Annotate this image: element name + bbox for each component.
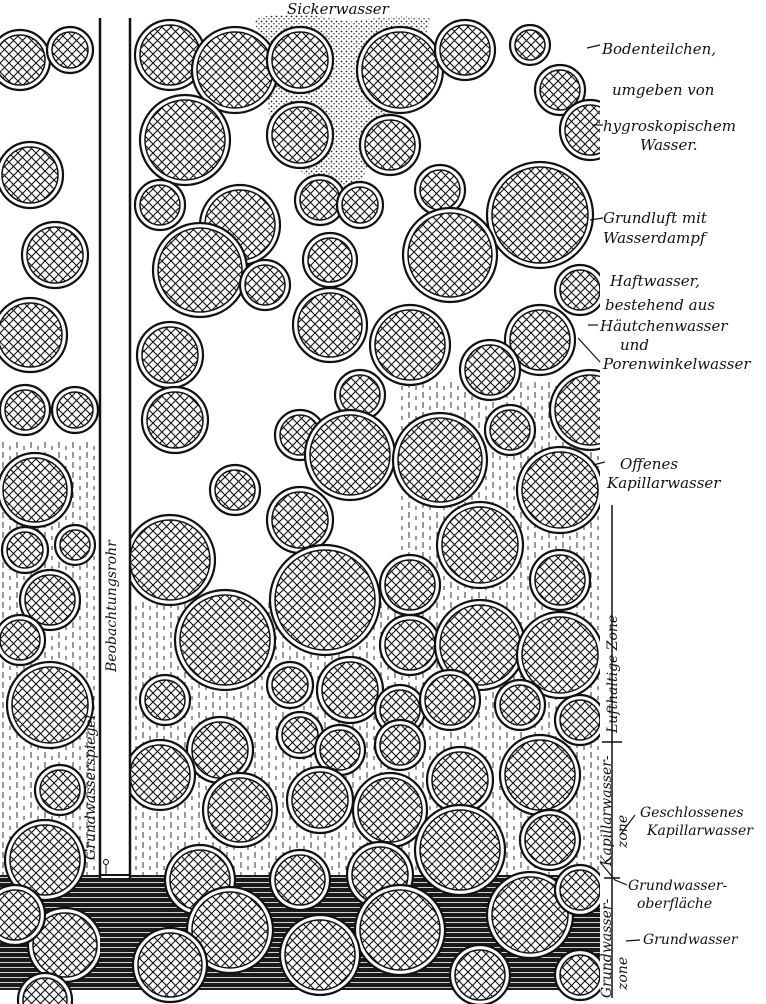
label-kapillarwasser-open: Kapillarwasser	[607, 474, 720, 492]
label-hygroskopischem: hygroskopischem	[603, 117, 736, 135]
soil-particle	[357, 27, 443, 113]
soil-particle	[427, 747, 493, 813]
soil-particle	[0, 385, 50, 435]
soil-particle	[47, 27, 93, 73]
soil-particle	[52, 387, 98, 433]
soil-particle	[135, 180, 185, 230]
soil-particle	[355, 885, 445, 975]
soil-particle	[133, 928, 207, 1002]
label-kapillarwasserzone-1: Kapillarwasser-	[600, 755, 614, 866]
label-grundwasser-ober2: oberfläche	[637, 896, 712, 912]
soil-particle	[380, 615, 440, 675]
soil-particle	[305, 410, 395, 500]
soil-particle	[555, 265, 605, 315]
label-grundluft: Grundluft mit	[603, 209, 707, 227]
soil-particle	[240, 260, 290, 310]
observation-pipe	[100, 18, 130, 878]
soil-particle	[460, 340, 520, 400]
soil-particle	[437, 502, 523, 588]
soil-particle	[317, 657, 383, 723]
label-porenwinkelwasser: Porenwinkelwasser	[603, 355, 751, 373]
soil-particle	[360, 115, 420, 175]
label-und: und	[620, 336, 649, 354]
label-geschlossenes: Geschlossenes	[640, 805, 744, 821]
soil-particle	[22, 222, 88, 288]
soil-particle	[555, 695, 605, 745]
soil-particle	[55, 525, 95, 565]
soil-particle	[270, 850, 330, 910]
soil-particle	[280, 915, 360, 995]
label-lufthaltige-zone: Lufthaltige Zone	[606, 615, 620, 733]
label-umgeben-von: umgeben von	[612, 81, 714, 99]
label-bestehend-aus: bestehend aus	[605, 296, 715, 314]
soil-particle	[153, 223, 247, 317]
soil-particle	[510, 25, 550, 65]
soil-particle	[520, 810, 580, 870]
soil-particle	[517, 447, 603, 533]
soil-particle	[380, 555, 440, 615]
label-sickerwasser: Sickerwasser	[287, 0, 389, 18]
soil-particle	[555, 865, 605, 915]
soil-particle	[403, 208, 497, 302]
soil-particle	[0, 615, 45, 665]
soil-particle	[267, 662, 313, 708]
soil-particle	[125, 740, 195, 810]
soil-particle	[485, 405, 535, 455]
soil-particle	[500, 735, 580, 815]
soil-particle	[270, 545, 380, 655]
label-wasserdampf: Wasserdampf	[603, 229, 705, 247]
soil-particle	[487, 162, 593, 268]
soil-particle	[293, 288, 367, 362]
soil-particle	[0, 142, 63, 208]
label-haeutchenwasser: Häutchenwasser	[600, 317, 728, 335]
label-haftwasser: Haftwasser,	[610, 272, 700, 290]
soil-particle	[0, 298, 67, 372]
soil-particle	[450, 945, 510, 1004]
soil-particle	[393, 413, 487, 507]
soil-particle	[375, 720, 425, 770]
label-kapillarwasserzone-2: zone	[616, 815, 630, 848]
label-offenes: Offenes	[620, 455, 678, 473]
label-grundwasserzone-2: zone	[616, 957, 630, 990]
soil-particle	[175, 590, 275, 690]
label-grundwasser-ober1: Grundwasser-	[628, 878, 727, 894]
soil-particle	[140, 95, 230, 185]
soil-particle	[555, 950, 605, 1000]
soil-particle	[337, 182, 383, 228]
label-bodenteilchen: Bodenteilchen,	[602, 40, 716, 58]
soil-particle	[137, 322, 203, 388]
soil-particle	[142, 387, 208, 453]
label-kapillarwasser-closed: Kapillarwasser	[647, 823, 753, 839]
soil-particle	[125, 515, 215, 605]
soil-particle	[530, 550, 590, 610]
soil-particle	[353, 773, 427, 847]
label-beobachtungsrohr: Beobachtungsrohr	[105, 540, 119, 672]
soil-particle	[7, 662, 93, 748]
soil-particle	[435, 20, 495, 80]
soil-particle	[550, 370, 630, 450]
main-particles	[125, 20, 630, 1004]
label-grundwasser: Grundwasser	[643, 932, 738, 948]
label-wasser: Wasser.	[640, 136, 698, 154]
soil-particle	[140, 675, 190, 725]
soil-particle	[267, 487, 333, 553]
soil-particle	[210, 465, 260, 515]
soil-particle	[415, 805, 505, 895]
label-grundwasserzone-1: Grundwasser-	[600, 899, 614, 998]
soil-particle	[370, 305, 450, 385]
soil-particle	[303, 233, 357, 287]
soil-particle	[2, 527, 48, 573]
soil-particle	[287, 767, 353, 833]
soil-particle	[267, 102, 333, 168]
soil-particle	[495, 680, 545, 730]
soil-particle	[420, 670, 480, 730]
soil-particle	[0, 30, 50, 90]
soil-particle	[0, 453, 72, 527]
soil-particle	[35, 765, 85, 815]
soil-particle	[203, 773, 277, 847]
label-grundwasserspiegel: Grundwasserspiegel	[84, 715, 98, 860]
soil-particle	[267, 27, 333, 93]
